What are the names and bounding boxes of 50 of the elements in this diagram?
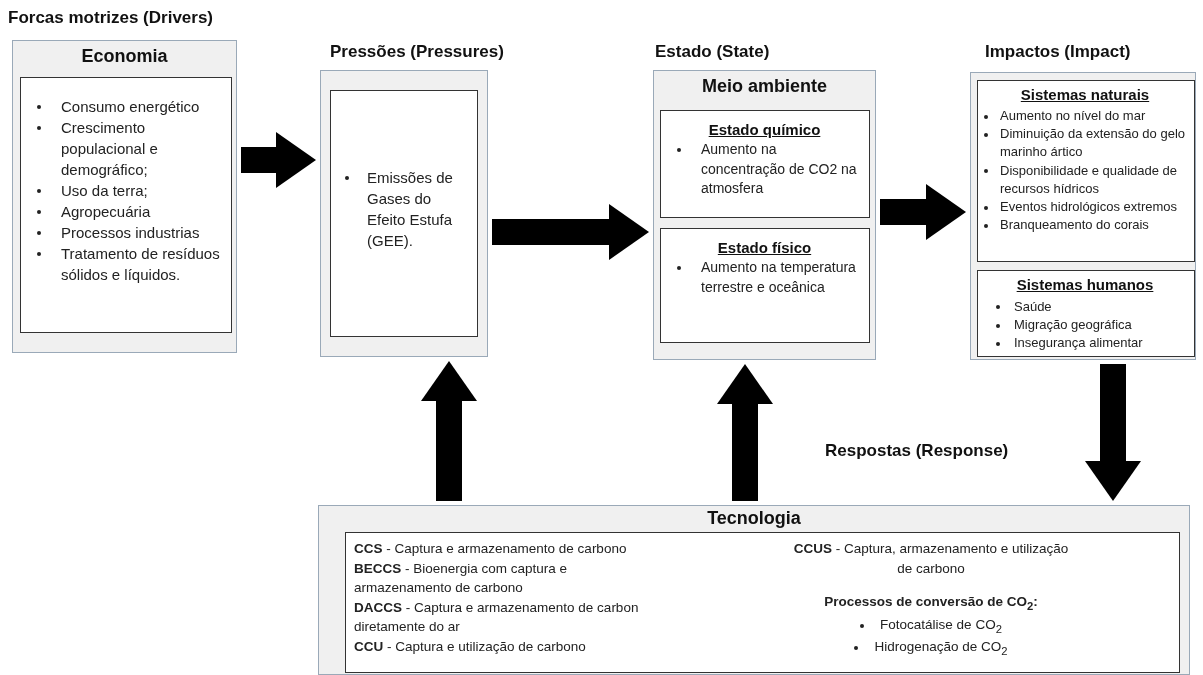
list-item: Eventos hidrológicos extremos	[1000, 197, 1179, 216]
text-box	[345, 532, 1180, 673]
text-box	[20, 77, 232, 333]
block-arrow	[880, 184, 966, 240]
list-item: Disponibilidade e qualidade de recursos hídricos	[1000, 161, 1179, 198]
list-item: Hidrogenação de CO$_{2}$	[874, 637, 1008, 659]
list-item: Agropecuária	[61, 202, 152, 222]
definition-text: CCUS - Captura, armazenamento e utilização de carbono	[792, 540, 1070, 578]
panel-heading: Tecnologia	[706, 508, 802, 529]
definition-text: CCS - Captura e armazenamento de carbono	[354, 540, 628, 558]
definition-text: CCU - Captura e utilização de carbono	[354, 637, 587, 656]
text-box	[977, 270, 1195, 357]
column-title: Pressões (Pressures)	[330, 42, 504, 62]
text-box	[977, 80, 1195, 262]
list-item: Aumento na concentração de CO2 na atmosfera	[701, 140, 858, 199]
column-title: Estado (State)	[655, 42, 770, 62]
list-item: Aumento no nível do mar	[1000, 106, 1147, 125]
block-arrow	[421, 361, 477, 501]
section-heading: Estado físico	[716, 239, 813, 256]
list-item: Migração geográfica	[1014, 315, 1133, 334]
panel-heading: Economia	[80, 46, 169, 67]
section-heading: Sistemas humanos	[1015, 275, 1155, 295]
list-item: Emissões de Gases do Efeito Estufa (GEE).	[367, 168, 454, 251]
block-arrow	[717, 364, 773, 501]
text-box	[660, 228, 870, 343]
section-heading: Estado químico	[707, 121, 822, 138]
list-item: Fotocatálise de CO$_{2}$	[880, 615, 1002, 637]
column-title: Impactos (Impact)	[985, 42, 1131, 62]
panel-heading: Meio ambiente	[701, 76, 828, 97]
column-title: Forcas motrizes (Drivers)	[8, 8, 214, 28]
list-item: Processos industrias	[61, 223, 201, 243]
column-title: Respostas (Response)	[825, 441, 1009, 461]
section-heading: Processos de conversão de CO$_{2}$:	[823, 593, 1039, 614]
text-box	[660, 110, 870, 218]
text-box	[330, 90, 478, 337]
section-heading: Sistemas naturais	[1019, 85, 1151, 105]
block-arrow	[1085, 364, 1141, 501]
definition-text: DACCS - Captura e armazenamento de carbon diretamente do ar	[354, 598, 640, 637]
definition-text: BECCS - Bioenergia com captura e armazenamento de carbono	[354, 559, 569, 598]
list-item: Insegurança alimentar	[1014, 334, 1144, 353]
list-item: Tratamento de resíduos sólidos e líquidos.	[61, 244, 221, 285]
list-item: Crescimento populacional e demográfico;	[61, 118, 159, 180]
block-arrow	[492, 204, 649, 260]
list-item: Uso da terra;	[61, 181, 149, 201]
list-item: Diminuição da extensão do gelo marinho ártico	[1000, 125, 1186, 162]
block-arrow	[241, 132, 316, 188]
list-item: Branqueamento do corais	[1000, 216, 1150, 235]
list-item: Aumento na temperatura terrestre e oceânica	[701, 258, 857, 297]
list-item: Consumo energético	[61, 97, 201, 117]
list-item: Saúde	[1014, 297, 1053, 316]
